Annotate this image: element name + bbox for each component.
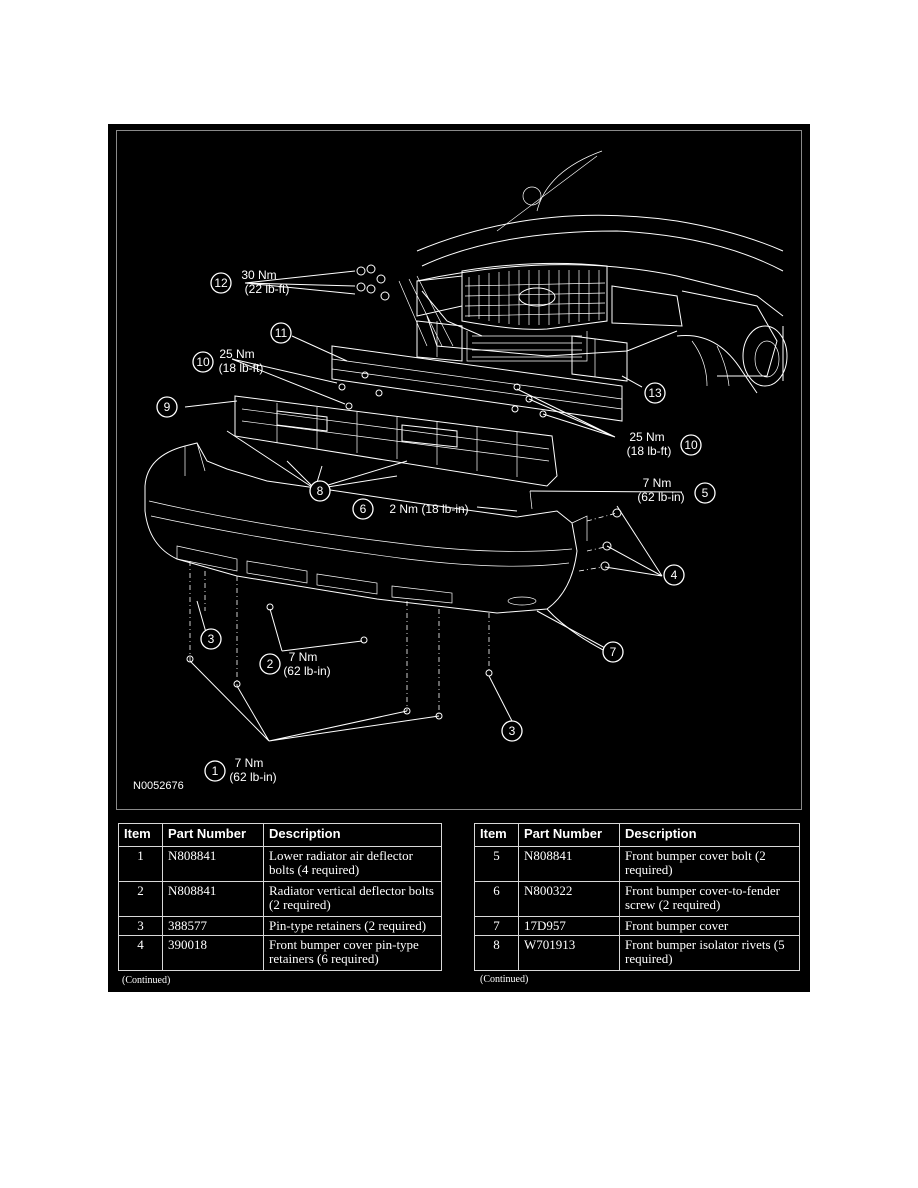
column-header-part-number: Part Number [518,823,620,847]
bumper-reinforcement-beam [331,275,628,422]
table-row: 4 390018 Front bumper cover pin-type ret… [118,935,442,971]
svg-text:30 Nm: 30 Nm [241,268,276,282]
cell-description: Front bumper cover-to-fender screw (2 re… [619,881,800,917]
cell-item: 6 [474,881,519,917]
callout-7: 7 [602,641,624,663]
column-header-part-number: Part Number [162,823,264,847]
svg-text:8: 8 [317,484,324,498]
cell-part-number: N800322 [518,881,620,917]
cell-part-number: 17D957 [518,916,620,936]
svg-text:3: 3 [208,632,215,646]
svg-text:13: 13 [648,386,662,400]
table-row: 1 N808841 Lower radiator air deflector b… [118,846,442,882]
table-header-row: Item Part Number Description [474,823,800,847]
table-row: 8 W701913 Front bumper isolator rivets (… [474,935,800,971]
svg-text:3: 3 [509,724,516,738]
callout-8: 8 [309,480,331,502]
svg-text:11: 11 [275,326,288,340]
column-header-item: Item [118,823,163,847]
callout-9: 9 [156,396,178,418]
table-header-row: Item Part Number Description [118,823,442,847]
callout-10-upper: 10 25 Nm (18 lb-ft) [192,347,264,375]
svg-text:10: 10 [196,355,210,369]
svg-text:7 Nm: 7 Nm [289,650,318,664]
cell-part-number: 390018 [162,935,264,971]
parts-table-left: Item Part Number Description 1 N808841 L… [118,823,442,971]
cell-item: 1 [118,846,163,882]
svg-text:4: 4 [671,568,678,582]
callout-10-lower: 25 Nm (18 lb-ft) 10 [627,430,702,458]
table-row: 2 N808841 Radiator vertical deflector bo… [118,881,442,917]
svg-text:1: 1 [212,764,219,778]
svg-text:(62 lb-in): (62 lb-in) [229,770,276,784]
table-row: 3 388577 Pin-type retainers (2 required) [118,916,442,936]
svg-text:(62 lb-in): (62 lb-in) [283,664,330,678]
callout-13: 13 [644,382,666,404]
cell-description: Front bumper cover bolt (2 required) [619,846,800,882]
cell-description: Front bumper cover pin-type retainers (6… [263,935,442,971]
table-row: 5 N808841 Front bumper cover bolt (2 req… [474,846,800,882]
callout-5: 7 Nm (62 lb-in) 5 [637,476,716,504]
svg-text:7 Nm: 7 Nm [235,756,264,770]
svg-text:(22 lb-ft): (22 lb-ft) [245,282,290,296]
callout-2: 2 7 Nm (62 lb-in) [259,650,331,678]
svg-text:9: 9 [164,400,171,414]
column-header-description: Description [263,823,442,847]
bumper-cover [144,442,588,614]
callout-11: 11 [270,322,292,344]
svg-text:2: 2 [267,657,274,671]
cell-description: Front bumper isolator rivets (5 required… [619,935,800,971]
leader-lines [184,264,683,742]
cell-description: Front bumper cover [619,916,800,936]
document-panel: 12 30 Nm (22 lb-ft) 11 10 25 Nm (18 lb-f… [108,124,810,992]
callout-4: 4 [663,564,685,586]
cell-description: Radiator vertical deflector bolts (2 req… [263,881,442,917]
svg-text:12: 12 [214,276,228,290]
bumper-isolator [234,395,558,487]
cell-item: 7 [474,916,519,936]
svg-text:10: 10 [684,438,698,452]
svg-text:2 Nm (18 lb-in): 2 Nm (18 lb-in) [389,502,468,516]
parts-table-right: Item Part Number Description 5 N808841 F… [474,823,800,971]
svg-text:7 Nm: 7 Nm [643,476,672,490]
figure-code: N0052676 [133,780,184,792]
callout-6: 6 2 Nm (18 lb-in) [352,498,469,520]
vehicle-front-illustration [416,150,788,394]
svg-text:(18 lb-ft): (18 lb-ft) [219,361,264,375]
svg-text:25 Nm: 25 Nm [219,347,254,361]
svg-text:(62 lb-in): (62 lb-in) [637,490,684,504]
exploded-bumper-diagram: 12 30 Nm (22 lb-ft) 11 10 25 Nm (18 lb-f… [116,130,802,810]
cell-part-number: 388577 [162,916,264,936]
column-header-item: Item [474,823,519,847]
svg-text:6: 6 [360,502,367,516]
cell-part-number: N808841 [518,846,620,882]
callout-12: 12 30 Nm (22 lb-ft) [210,268,290,296]
cell-item: 3 [118,916,163,936]
cell-part-number: N808841 [162,846,264,882]
cell-part-number: W701913 [518,935,620,971]
callout-3-right: 3 [501,720,523,742]
column-header-description: Description [619,823,800,847]
svg-text:(18 lb-ft): (18 lb-ft) [627,444,672,458]
cell-item: 4 [118,935,163,971]
table-row: 7 17D957 Front bumper cover [474,916,800,936]
cell-item: 5 [474,846,519,882]
cell-part-number: N808841 [162,881,264,917]
svg-text:25 Nm: 25 Nm [629,430,664,444]
callout-3-left: 3 [200,628,222,650]
table-row: 6 N800322 Front bumper cover-to-fender s… [474,881,800,917]
cell-item: 8 [474,935,519,971]
cell-description: Lower radiator air deflector bolts (4 re… [263,846,442,882]
svg-text:5: 5 [702,486,709,500]
cell-item: 2 [118,881,163,917]
continued-note-right: (Continued) [480,974,529,985]
svg-text:7: 7 [610,645,617,659]
cell-description: Pin-type retainers (2 required) [263,916,442,936]
callout-1: 1 7 Nm (62 lb-in) [204,756,277,784]
continued-note-left: (Continued) [122,975,171,986]
